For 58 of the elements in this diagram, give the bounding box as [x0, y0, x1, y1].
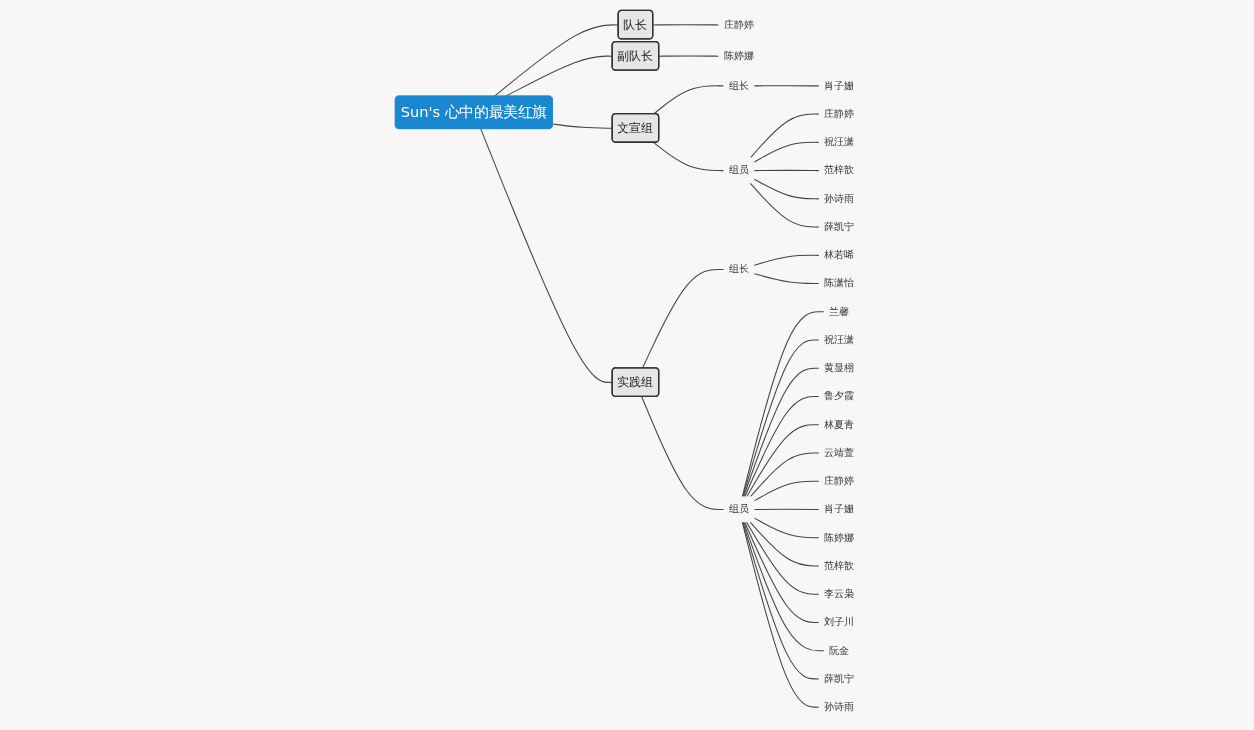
node-text: 薛凯宁 — [823, 220, 854, 233]
connector — [742, 521, 820, 680]
connector — [742, 521, 825, 652]
connector — [658, 55, 719, 57]
node-text: 李云枭 — [823, 587, 854, 600]
node-text: 陈婷娜 — [723, 49, 754, 62]
node-text: 云靖萱 — [823, 446, 854, 459]
connector — [753, 178, 820, 200]
node-text: 庄静婷 — [823, 474, 854, 487]
connector — [749, 182, 820, 228]
connector — [745, 424, 820, 498]
node-text: 林夏青 — [823, 418, 854, 431]
connector — [753, 85, 820, 87]
connector — [753, 508, 820, 511]
connector — [742, 367, 820, 498]
node-text: 肖子姗 — [823, 79, 854, 92]
node-text: 林若唏 — [823, 248, 854, 261]
node-text: 薛凯宁 — [823, 672, 854, 685]
node-text: 兰馨 — [828, 305, 849, 318]
node-text: 祝汪潇 — [823, 333, 854, 346]
node-text: 陈婷娜 — [823, 531, 854, 544]
node-text: 组长 — [728, 263, 749, 275]
node-text: 黄显栩 — [823, 361, 854, 374]
connector — [741, 311, 825, 498]
node-text: 组长 — [728, 79, 749, 92]
node-text: 范梓歆 — [823, 559, 854, 572]
connector — [652, 85, 724, 115]
connector — [753, 169, 820, 172]
connector — [652, 142, 724, 172]
node-text: 范梓歆 — [823, 164, 854, 177]
connector — [641, 268, 724, 369]
connector — [749, 521, 820, 567]
connector — [640, 396, 724, 511]
node-text: 组员 — [728, 164, 749, 177]
connector — [745, 521, 820, 595]
connector — [753, 517, 820, 539]
node-text: 陈潇怡 — [823, 277, 854, 290]
connector — [749, 452, 820, 498]
connector — [742, 339, 820, 498]
node-text: 肖子姗 — [823, 503, 854, 516]
node-text: 孙诗雨 — [823, 700, 854, 713]
connector — [743, 521, 820, 623]
node-text: 庄静婷 — [823, 107, 854, 120]
connector — [741, 521, 820, 708]
connector — [753, 141, 820, 163]
node-text: 刘子川 — [823, 616, 854, 628]
node-text: 祝汪潇 — [823, 135, 854, 148]
node-text: 阮金 — [828, 644, 849, 657]
connector — [743, 395, 820, 498]
connector — [652, 24, 719, 26]
connector — [753, 254, 820, 266]
node-text: 鲁夕霞 — [823, 390, 854, 403]
connector — [753, 273, 820, 285]
node-text: 庄静婷 — [723, 18, 754, 31]
connector — [753, 480, 820, 502]
node-text: 孙诗雨 — [823, 192, 854, 205]
connector — [749, 113, 820, 159]
node-text: 组员 — [728, 503, 749, 516]
